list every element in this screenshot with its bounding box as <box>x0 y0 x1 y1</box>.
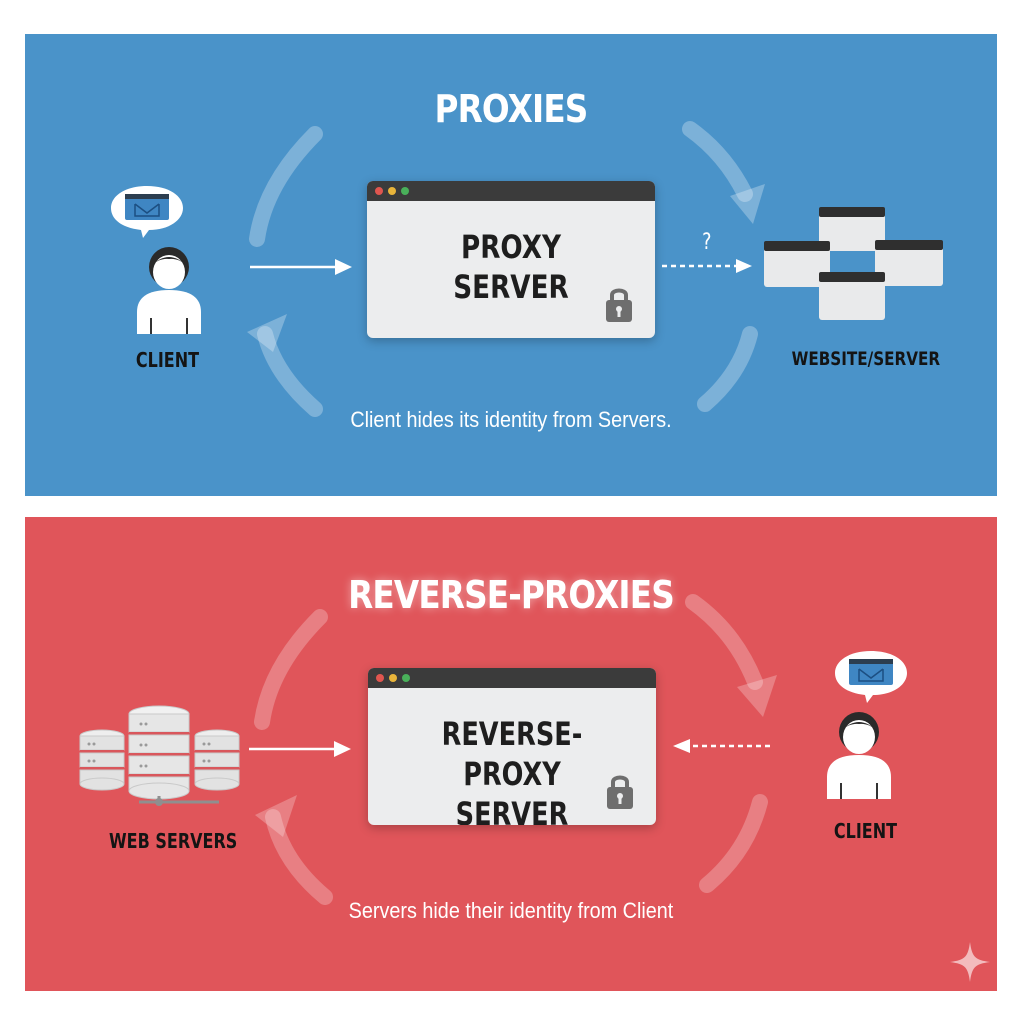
speech-bubble-mail-icon <box>111 186 183 238</box>
reverse-proxy-panel: REVERSE-PROXIES <box>25 517 997 991</box>
person-icon <box>137 247 201 334</box>
close-dot-icon <box>376 674 384 682</box>
sparkle-icon <box>950 942 990 982</box>
proxy-client-label: CLIENT <box>135 348 200 372</box>
browser-window-icon <box>764 207 943 320</box>
speech-bubble-mail-icon <box>835 651 907 703</box>
proxy-server-label: PROXY SERVER <box>393 227 629 307</box>
cycle-arrow-icon <box>697 326 758 412</box>
person-icon <box>827 712 891 799</box>
minimize-dot-icon <box>389 674 397 682</box>
cycle-arrow-icon <box>249 126 323 247</box>
close-dot-icon <box>375 187 383 195</box>
reverse-proxy-server-label: REVERSE-PROXY SERVER <box>397 714 627 825</box>
reverse-cycle-arrows <box>249 594 990 982</box>
proxy-panel: PROXIES CLIENT PROXY SERVER <box>25 34 997 496</box>
proxy-label-line1: PROXY <box>460 228 562 266</box>
reverse-caption: Servers hide their identity from Client <box>348 898 674 923</box>
cycle-arrow-icon <box>699 794 768 893</box>
cycle-arrow-icon <box>685 594 763 690</box>
website-server-label: WEBSITE/SERVER <box>791 348 941 370</box>
minimize-dot-icon <box>388 187 396 195</box>
cycle-arrow-icon <box>254 609 328 730</box>
lock-icon <box>606 288 632 322</box>
unknown-question-mark: ? <box>702 230 712 255</box>
reverse-label-line2: SERVER <box>455 795 569 825</box>
lock-icon <box>607 775 633 809</box>
maximize-dot-icon <box>401 187 409 195</box>
reverse-title: REVERSE-PROXIES <box>348 573 675 617</box>
proxy-title: PROXIES <box>434 87 589 131</box>
reverse-label-line1: REVERSE-PROXY <box>441 715 583 793</box>
cycle-arrow-icon <box>265 809 333 905</box>
reverse-client-label: CLIENT <box>833 819 898 843</box>
maximize-dot-icon <box>402 674 410 682</box>
proxy-caption: Client hides its identity from Servers. <box>350 407 672 432</box>
cycle-arrow-icon <box>257 326 323 417</box>
database-stack-icon <box>79 705 240 806</box>
proxy-server-window: PROXY SERVER <box>367 181 655 338</box>
reverse-proxy-server-window: REVERSE-PROXY SERVER <box>368 668 656 825</box>
proxy-cycle-arrows <box>247 121 765 417</box>
cycle-arrow-icon <box>682 121 753 202</box>
proxy-label-line2: SERVER <box>453 268 569 306</box>
window-title-bar <box>368 668 656 688</box>
window-title-bar <box>367 181 655 201</box>
web-servers-label: WEB SERVERS <box>109 829 238 853</box>
